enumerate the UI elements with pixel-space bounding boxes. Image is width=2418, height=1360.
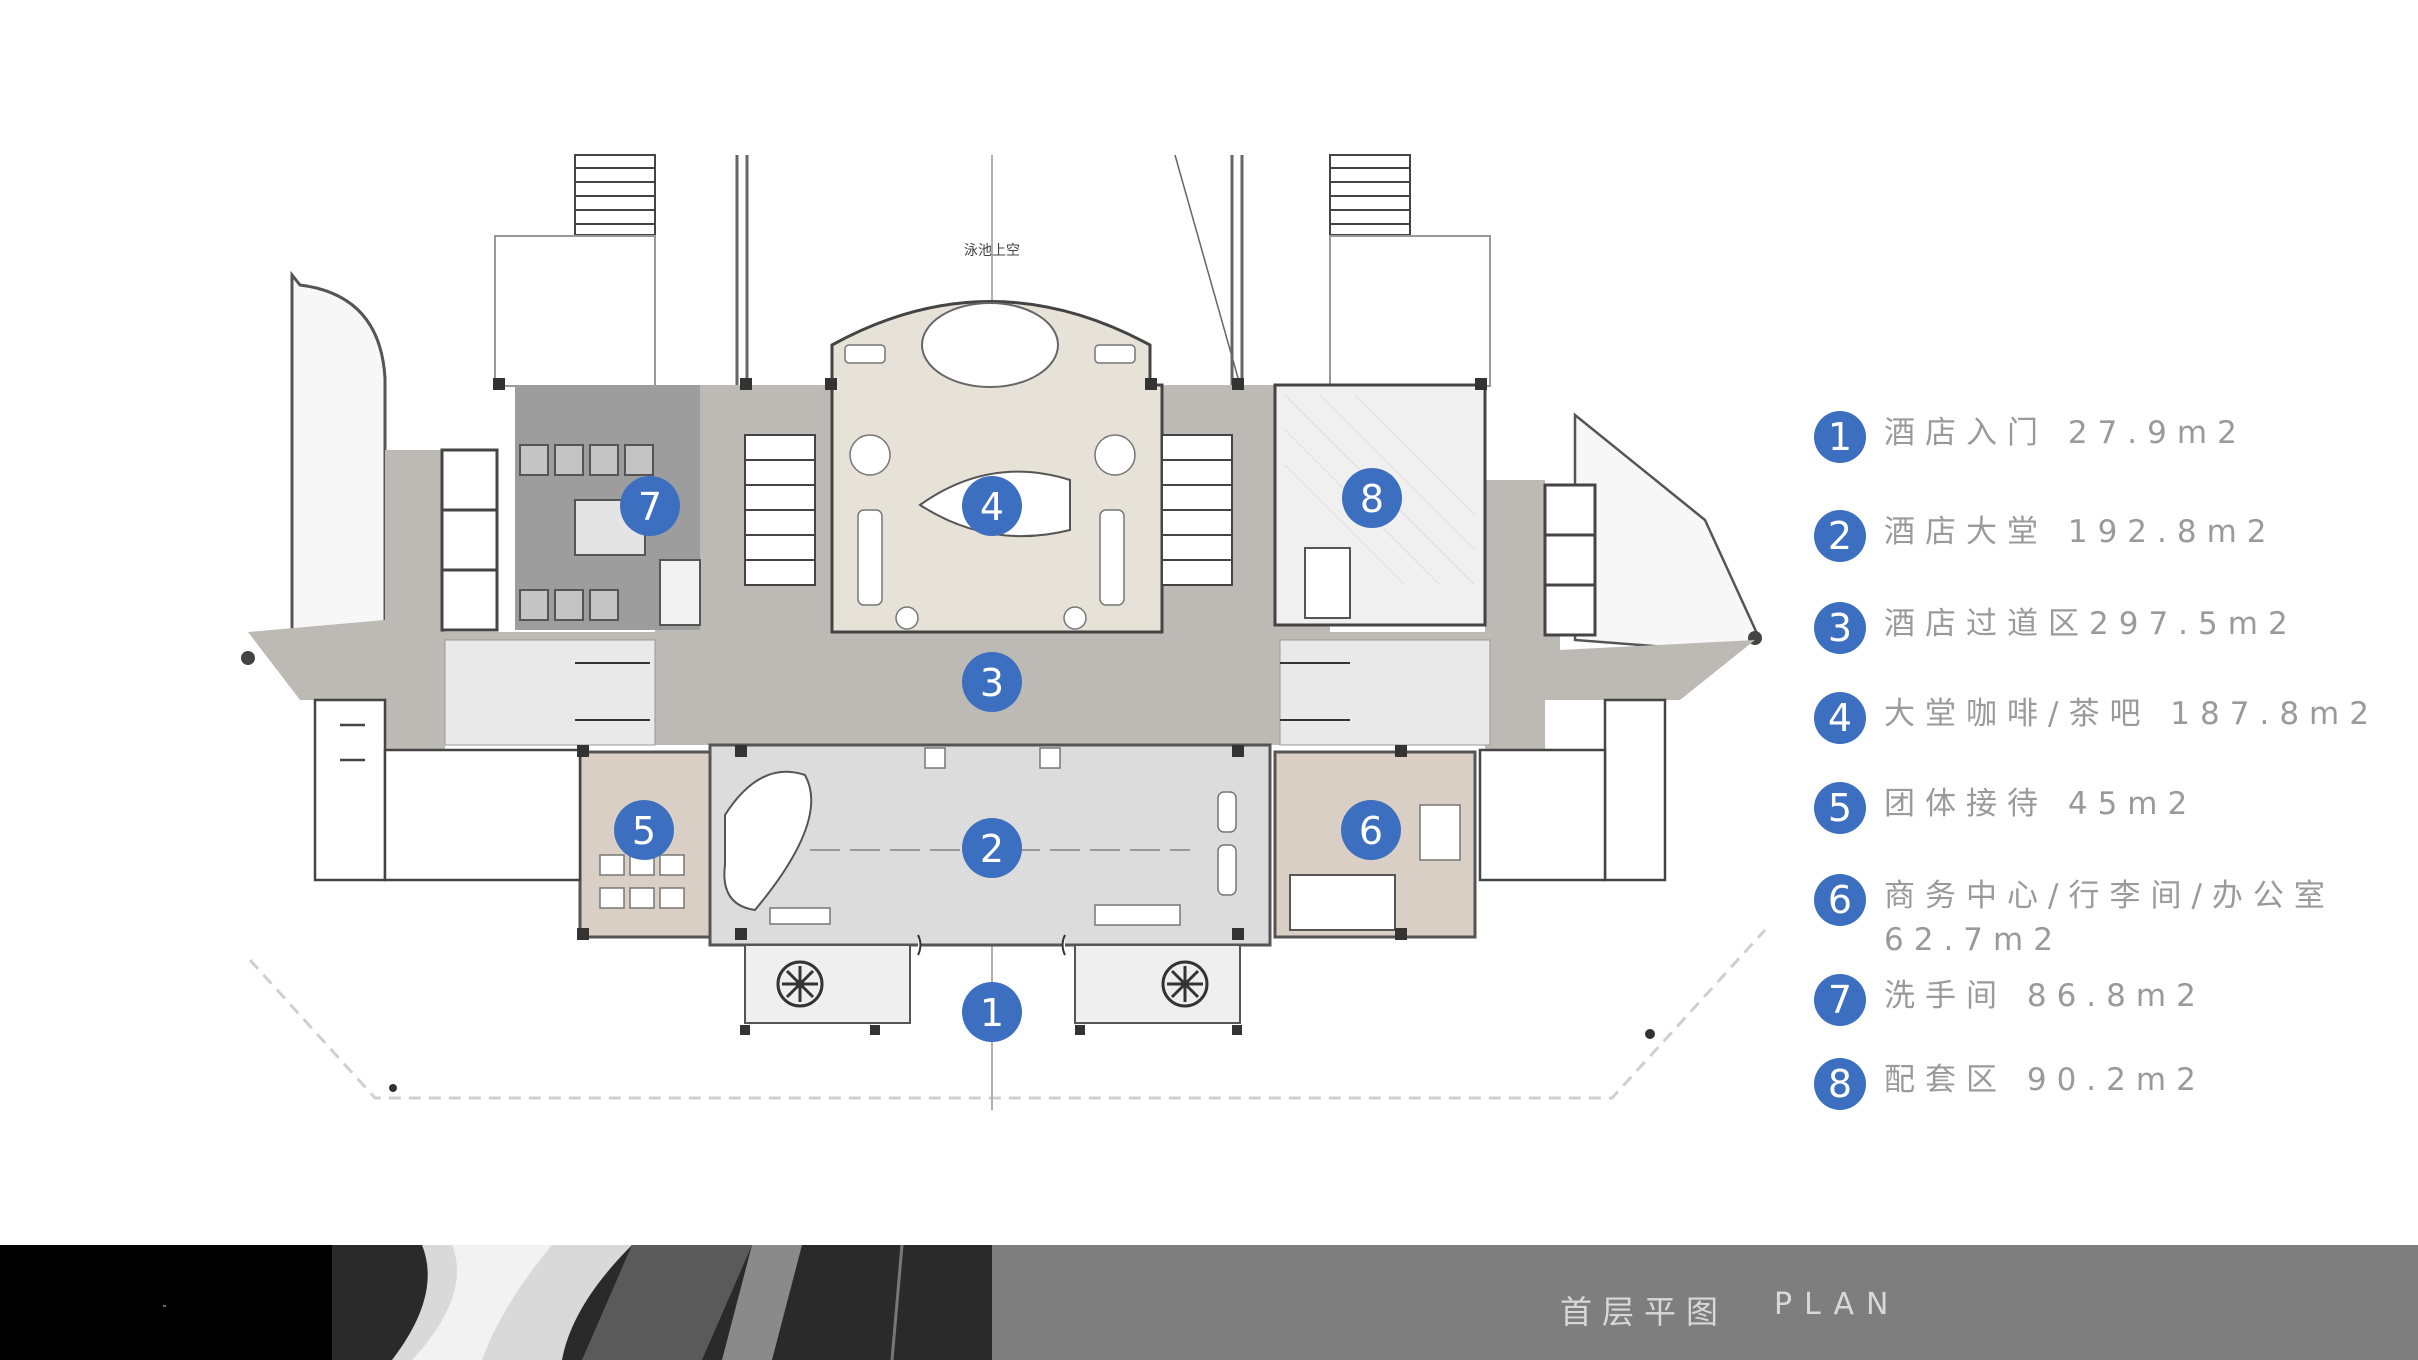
svg-text:3: 3	[980, 661, 1004, 705]
structural-columns	[493, 378, 1487, 1035]
washroom-side-room	[659, 559, 701, 626]
legend-item-8: 8 配套区 90.2m2	[1814, 1058, 2404, 1110]
legend-item-5: 5 团体接待 45m2	[1814, 782, 2404, 834]
legend-text-3: 酒店过道区297.5m2	[1884, 606, 2298, 642]
pool-void-label: 泳池上空	[964, 243, 1020, 259]
area-legend: 1 酒店入门 27.9m2 2 酒店大堂 192.8m2 3 酒店过道区297.…	[1814, 0, 2414, 1245]
site-point-left	[389, 1084, 397, 1092]
cafe-stair-left	[744, 434, 816, 586]
corridor-right	[1485, 480, 1545, 750]
legend-item-2: 2 酒店大堂 192.8m2	[1814, 510, 2404, 562]
svg-text:2: 2	[980, 827, 1004, 871]
legend-badge-2: 2	[1814, 510, 1866, 562]
svg-text:6: 6	[1359, 809, 1383, 853]
service-left	[313, 698, 582, 882]
legend-badge-3: 3	[1814, 602, 1866, 654]
site-outline	[248, 928, 1767, 1100]
cafe-round-table	[921, 302, 1059, 388]
legend-badge-1: 1	[1814, 411, 1866, 463]
legend-item-1: 1 酒店入门 27.9m2	[1814, 411, 2404, 463]
entrance-trees	[776, 960, 1209, 1008]
group-reception-tables	[599, 854, 685, 909]
legend-text-5: 团体接待 45m2	[1884, 786, 2198, 822]
footer-subtitle: PLAN	[1774, 1287, 1901, 1322]
footer-photo	[332, 1245, 992, 1360]
legend-text-4: 大堂咖啡/茶吧 187.8m2	[1884, 696, 2379, 732]
legend-item-3: 3 酒店过道区297.5m2	[1814, 602, 2404, 654]
svg-text:1: 1	[980, 991, 1004, 1035]
wing-node-left	[241, 651, 255, 665]
left-wing	[290, 270, 387, 637]
zone-marker-7: 7	[620, 476, 680, 536]
cafe-stair-right	[1161, 434, 1233, 586]
cafe-furniture	[844, 344, 1136, 630]
top-posts	[735, 154, 1244, 386]
legend-item-7: 7 洗手间 86.8m2	[1814, 974, 2404, 1026]
corridor-hatch-right	[1279, 639, 1491, 746]
zone-marker-6: 6	[1341, 800, 1401, 860]
footer-dot	[163, 1305, 166, 1307]
legend-text-2: 酒店大堂 192.8m2	[1884, 514, 2277, 550]
legend-item-6: 6 商务中心/行李间/办公室 62.7m2	[1814, 874, 2384, 962]
legend-text-6: 商务中心/行李间/办公室 62.7m2	[1884, 878, 2355, 958]
washroom-stalls	[519, 444, 654, 621]
footer-title: 首层平图	[1560, 1293, 1729, 1331]
entrance-planters	[744, 944, 1241, 1024]
lift-left	[440, 448, 499, 632]
entrance-doors	[917, 934, 1066, 956]
legend-text-7: 洗手间 86.8m2	[1884, 978, 2206, 1014]
corridor-hatch-left	[444, 639, 656, 746]
zone-marker-1: 1	[962, 982, 1022, 1042]
legend-text-1: 酒店入门 27.9m2	[1884, 415, 2247, 451]
corridor-left	[385, 450, 445, 750]
service-right	[1478, 698, 1667, 882]
legend-badge-6: 6	[1814, 874, 1866, 926]
lift-right	[1543, 483, 1597, 637]
legend-text-8: 配套区 90.2m2	[1884, 1062, 2206, 1098]
lobby-furniture	[769, 747, 1237, 926]
zone-marker-4: 4	[962, 476, 1022, 536]
lobby-reception-desk	[723, 770, 813, 912]
svg-text:4: 4	[980, 485, 1004, 529]
top-terraces	[494, 235, 1491, 387]
footer-bar: 首层平图 PLAN	[0, 1245, 2418, 1360]
legend-badge-8: 8	[1814, 1058, 1866, 1110]
right-wing	[1573, 412, 1762, 652]
cafe-zone	[830, 300, 1164, 634]
zone-marker-2: 2	[962, 818, 1022, 878]
business-center-table	[1419, 804, 1461, 861]
site-point-right	[1645, 1029, 1655, 1039]
svg-text:5: 5	[632, 809, 656, 853]
footer-black-panel	[0, 1245, 332, 1360]
svg-text:7: 7	[638, 485, 662, 529]
legend-badge-4: 4	[1814, 692, 1866, 744]
legend-badge-5: 5	[1814, 782, 1866, 834]
zone-marker-5: 5	[614, 800, 674, 860]
top-stair-left	[574, 154, 656, 236]
legend-item-4: 4 大堂咖啡/茶吧 187.8m2	[1814, 692, 2418, 744]
svg-text:8: 8	[1360, 477, 1384, 521]
top-stair-right	[1329, 154, 1411, 236]
business-center-office	[1289, 874, 1396, 931]
floor-plan: 泳池上空 1 2 3 4 5 6 7 8	[241, 154, 1767, 1110]
footer-photo-graphic	[332, 1245, 992, 1360]
zone-marker-8: 8	[1342, 468, 1402, 528]
corridor-arrows	[575, 662, 1350, 721]
footer-title-panel: 首层平图 PLAN	[992, 1245, 2418, 1360]
support-small-room	[1304, 547, 1351, 619]
legend-badge-7: 7	[1814, 974, 1866, 1026]
zone-marker-3: 3	[962, 652, 1022, 712]
